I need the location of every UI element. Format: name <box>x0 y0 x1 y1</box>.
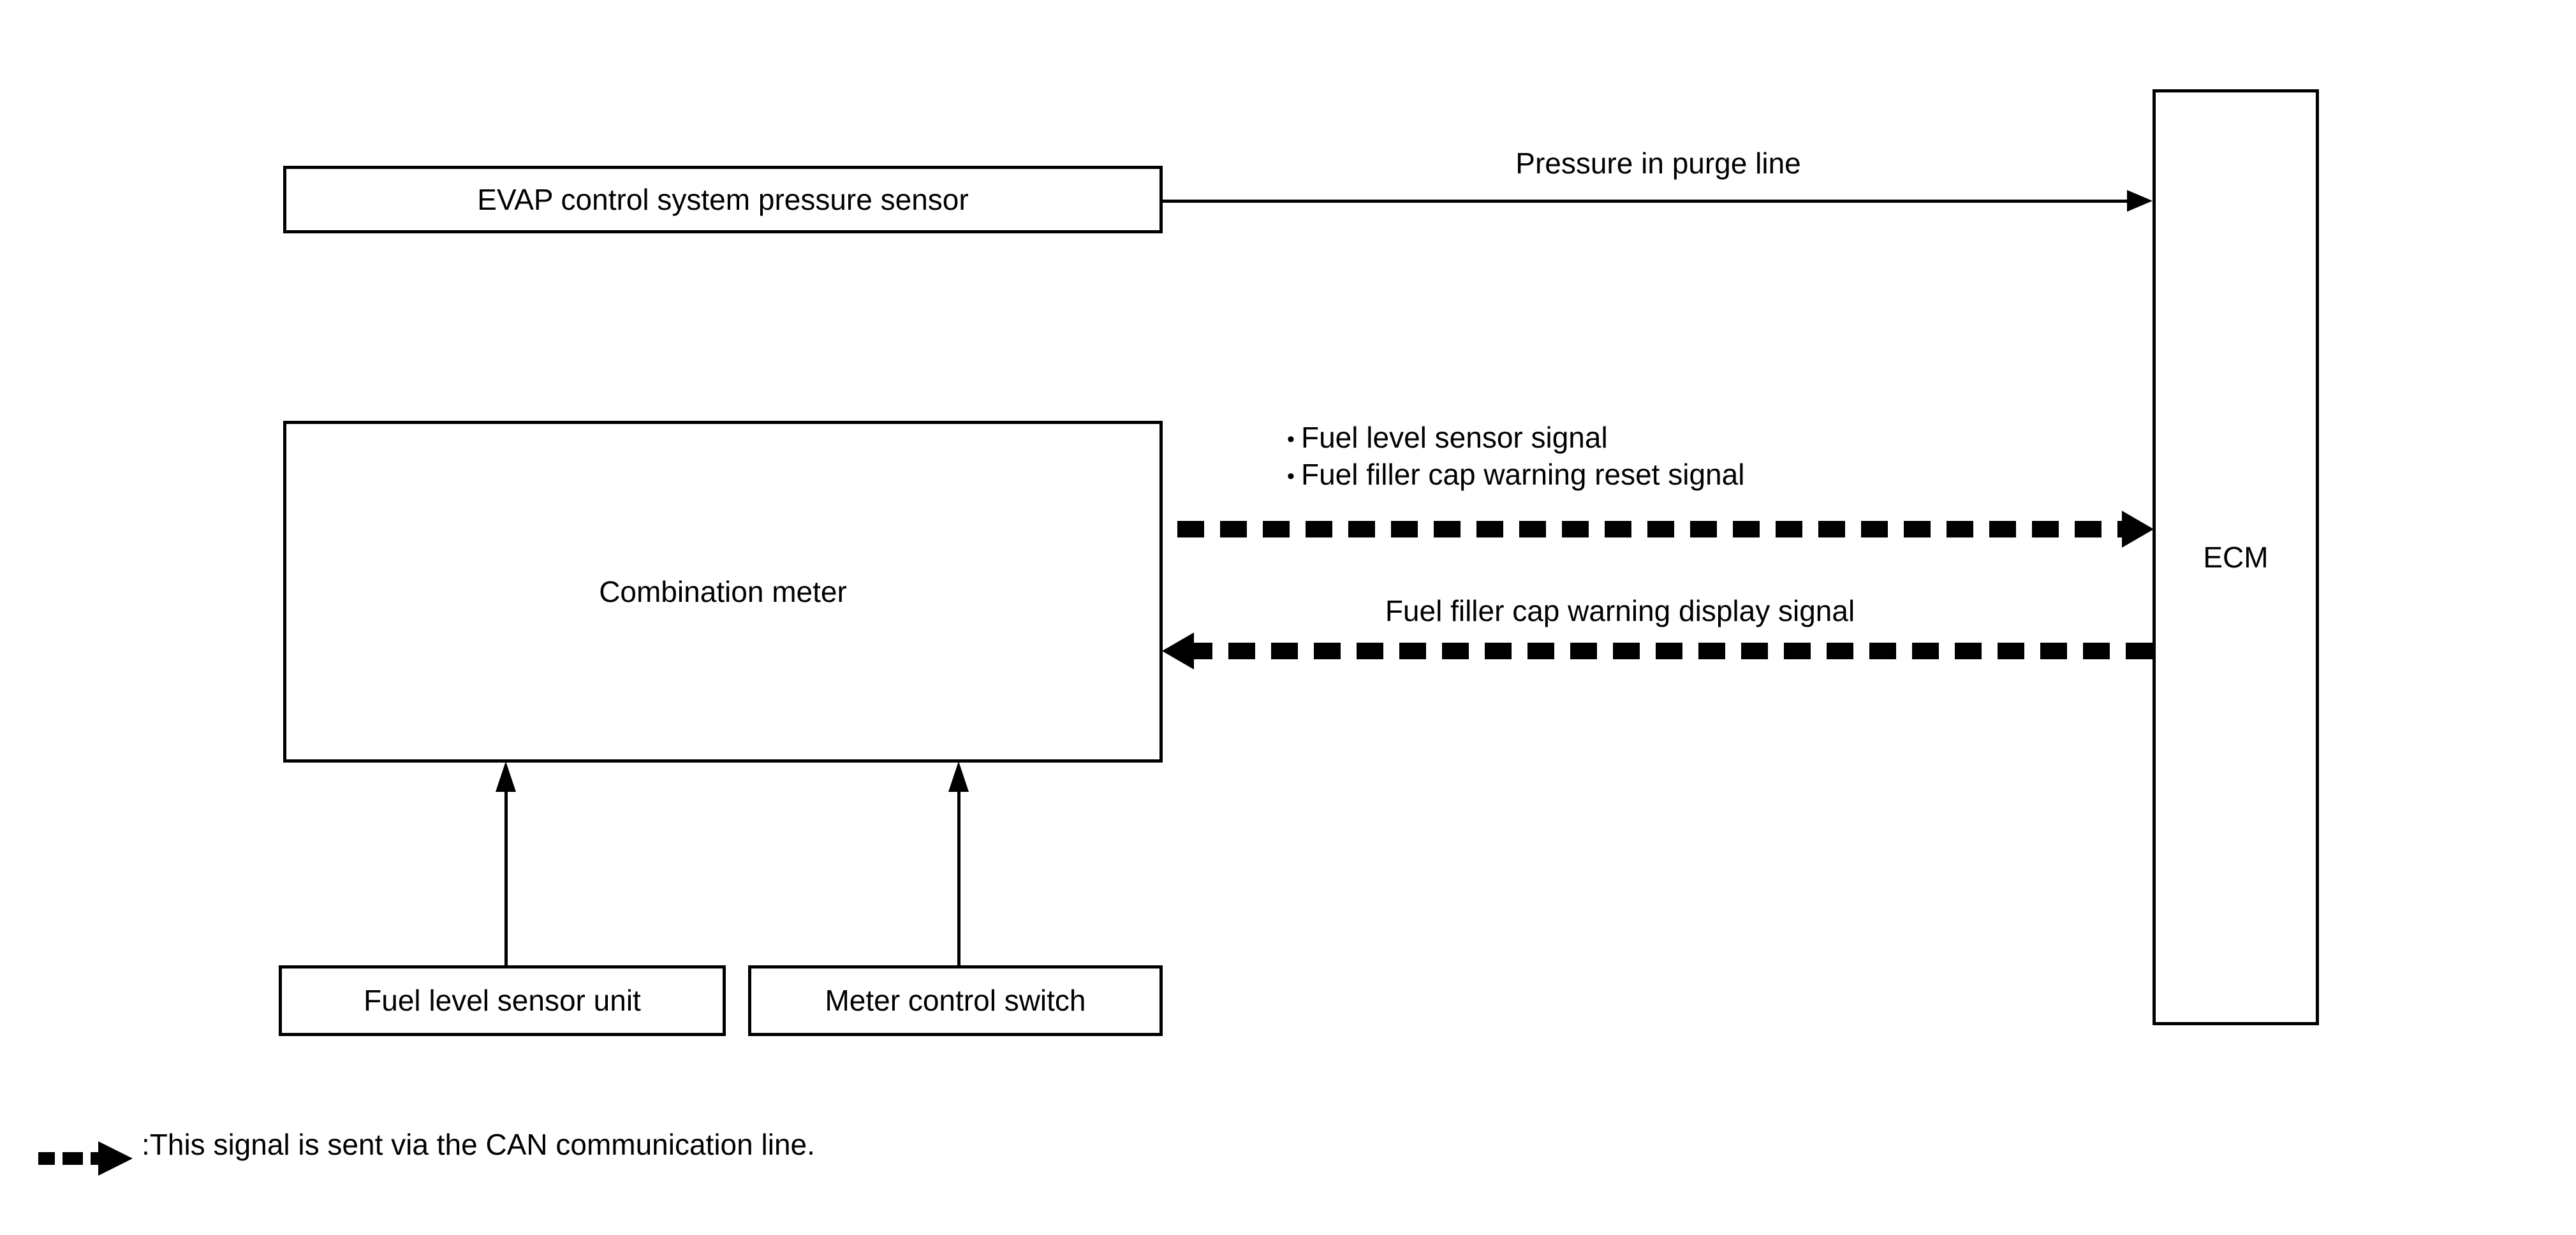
connector-meter-control-switch-to-meter-arrowhead <box>948 761 969 792</box>
signal-label-fuel-filler-cap-warning-display-signal: Fuel filler cap warning display signal <box>1385 594 1855 627</box>
signal-text-fuel-filler-cap-warning-reset-signal: Fuel filler cap warning reset signal <box>1301 457 1745 491</box>
block-combination-meter: Combination meter <box>283 421 1163 763</box>
connector-fuel-unit-to-meter-arrowhead <box>496 761 516 792</box>
connector-ecm-to-meter-can-bar <box>1194 643 2153 659</box>
can-dashed-arrow-icon <box>38 1141 133 1176</box>
connector-evap-to-ecm-arrowhead <box>2127 190 2153 212</box>
block-fuel-level-sensor-unit: Fuel level sensor unit <box>279 965 726 1036</box>
bullet-icon: • <box>1287 464 1295 488</box>
signal-label-fuel-level-sensor-signal: •Fuel level sensor signal <box>1287 420 1744 457</box>
connector-meter-to-ecm-arrowhead <box>2122 511 2154 548</box>
signal-label-group-meter-to-ecm: •Fuel level sensor signal •Fuel filler c… <box>1287 420 1744 493</box>
block-meter-control-switch: Meter control switch <box>748 965 1163 1036</box>
block-label-evap-sensor: EVAP control system pressure sensor <box>477 182 969 216</box>
bullet-icon: • <box>1287 427 1295 451</box>
legend-text: :This signal is sent via the CAN communi… <box>142 1128 815 1161</box>
connector-meter-control-switch-to-meter-line <box>957 791 960 967</box>
block-label-combination-meter: Combination meter <box>599 574 847 608</box>
block-ecm: ECM <box>2153 89 2319 1025</box>
signal-label-pressure-in-purge-line: Pressure in purge line <box>1515 147 1801 180</box>
connector-meter-to-ecm-can-bar <box>1177 521 2122 537</box>
connector-evap-to-ecm-line <box>1163 200 2128 203</box>
block-evap-control-system-pressure-sensor: EVAP control system pressure sensor <box>283 166 1163 233</box>
signal-text-fuel-level-sensor-signal: Fuel level sensor signal <box>1301 421 1608 454</box>
block-label-fuel-level-sensor-unit: Fuel level sensor unit <box>364 984 641 1018</box>
connector-ecm-to-meter-arrowhead <box>1162 632 1194 669</box>
block-label-meter-control-switch: Meter control switch <box>825 984 1086 1018</box>
connector-fuel-unit-to-meter-line <box>504 791 508 967</box>
block-label-ecm: ECM <box>2203 540 2269 574</box>
signal-label-fuel-filler-cap-warning-reset-signal: •Fuel filler cap warning reset signal <box>1287 457 1744 493</box>
